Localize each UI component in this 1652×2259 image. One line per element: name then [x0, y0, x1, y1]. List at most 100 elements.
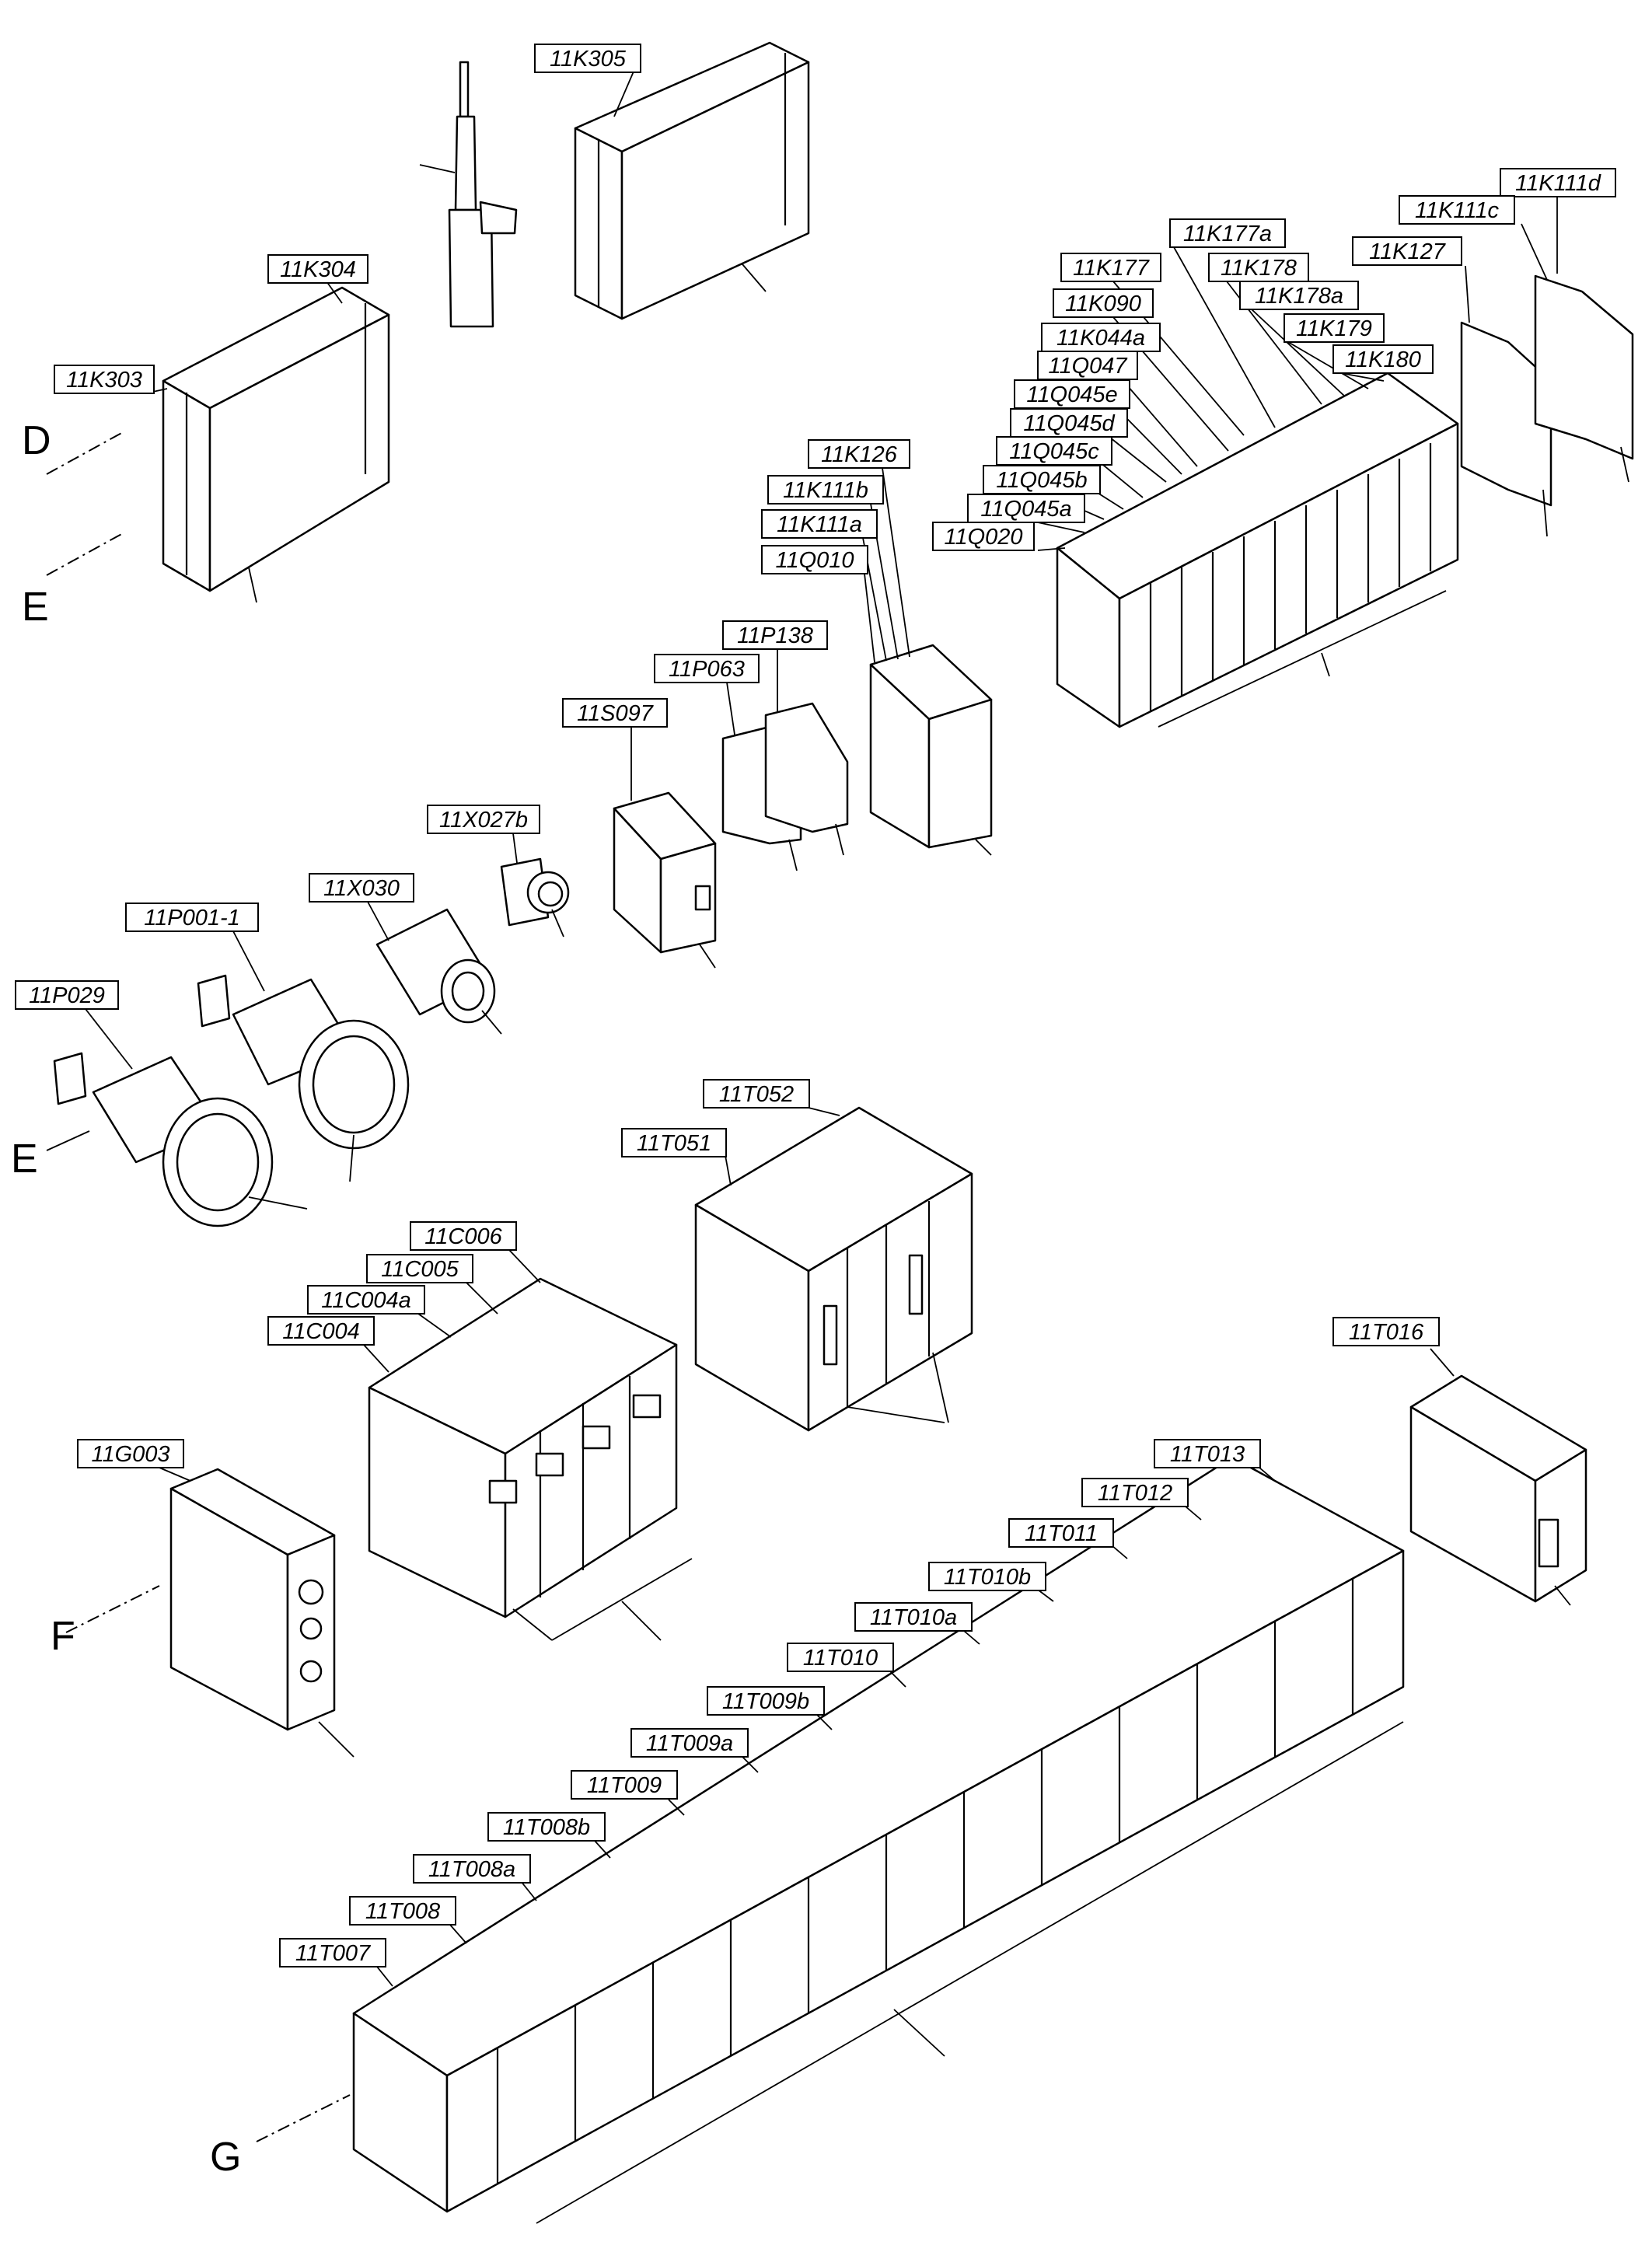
label-11k111b: 11K111b	[767, 475, 884, 505]
svg-text:11K126: 11K126	[821, 442, 898, 467]
label-11k126: 11K126	[808, 439, 910, 469]
label-11k305: 11K305	[534, 44, 641, 73]
svg-text:11K111a: 11K111a	[777, 512, 862, 537]
label-11p029: 11P029	[15, 980, 119, 1010]
svg-text:11K179: 11K179	[1296, 316, 1372, 341]
svg-text:11P029: 11P029	[29, 983, 105, 1008]
label-11t052: 11T052	[703, 1079, 810, 1109]
label-11q045c: 11Q045c	[996, 436, 1112, 466]
svg-text:11C004: 11C004	[282, 1319, 359, 1344]
label-11k303: 11K303	[54, 365, 155, 394]
label-11c004a: 11C004a	[307, 1285, 425, 1315]
svg-text:11C005: 11C005	[381, 1257, 459, 1282]
svg-text:11K304: 11K304	[280, 257, 356, 282]
svg-text:11P001-1: 11P001-1	[144, 906, 240, 930]
part-11k305	[574, 41, 810, 320]
label-11t008: 11T008	[349, 1896, 456, 1926]
connector-11x027b	[500, 857, 570, 937]
svg-text:11K111c: 11K111c	[1415, 198, 1500, 223]
label-11k090: 11K090	[1053, 288, 1154, 318]
label-11t013: 11T013	[1154, 1439, 1261, 1468]
svg-text:11T013: 11T013	[1170, 1442, 1245, 1467]
svg-text:11C006: 11C006	[424, 1224, 502, 1249]
label-callouts: 11K305 11K304 11K303 11K111d 11K111c 11K…	[15, 44, 1616, 1967]
relay-stack-11q010	[869, 644, 993, 856]
label-11k178: 11K178	[1208, 253, 1309, 282]
part-11k111c	[1534, 274, 1634, 483]
svg-text:11K177a: 11K177a	[1183, 222, 1272, 246]
label-11k111d: 11K111d	[1500, 168, 1616, 197]
cylinder-11x030	[375, 908, 502, 1035]
svg-text:11K044a: 11K044a	[1057, 326, 1145, 351]
unit-11t016	[1409, 1374, 1587, 1606]
label-11t051: 11T051	[621, 1128, 727, 1157]
svg-text:11K111d: 11K111d	[1515, 171, 1601, 196]
section-letter-f: F	[51, 1614, 75, 1659]
label-11q045d: 11Q045d	[1010, 408, 1128, 438]
label-11q010: 11Q010	[761, 545, 868, 574]
label-11t009: 11T009	[571, 1770, 678, 1800]
unit-11c004	[368, 1277, 693, 1641]
svg-text:11T008b: 11T008b	[503, 1815, 590, 1840]
part-11k304	[162, 286, 390, 603]
label-11t009b: 11T009b	[707, 1686, 825, 1716]
svg-text:11T010b: 11T010b	[944, 1565, 1031, 1590]
svg-text:11T011: 11T011	[1025, 1521, 1098, 1546]
svg-text:11K180: 11K180	[1345, 347, 1421, 372]
label-11q045b: 11Q045b	[983, 465, 1101, 494]
svg-text:11C004a: 11C004a	[321, 1288, 411, 1313]
label-11s097: 11S097	[562, 698, 668, 728]
label-11k177a: 11K177a	[1169, 218, 1286, 248]
label-11t010b: 11T010b	[928, 1562, 1046, 1591]
antenna-rod	[419, 61, 518, 328]
label-11q020: 11Q020	[932, 522, 1035, 551]
section-letters: D E E F G	[11, 418, 241, 2180]
svg-text:11T016: 11T016	[1349, 1320, 1424, 1345]
svg-text:11Q010: 11Q010	[775, 548, 854, 573]
label-11k179: 11K179	[1284, 313, 1385, 343]
svg-text:11T010: 11T010	[803, 1646, 878, 1671]
section-letter-e-mid: E	[11, 1136, 38, 1182]
label-11t010: 11T010	[787, 1643, 894, 1672]
label-11k304: 11K304	[267, 254, 368, 284]
label-11p138: 11P138	[722, 620, 828, 650]
label-11t008b: 11T008b	[487, 1812, 606, 1842]
part-11k127	[1460, 321, 1552, 537]
svg-text:11T009a: 11T009a	[646, 1731, 733, 1756]
label-leaders	[85, 71, 1558, 1987]
svg-text:11Q020: 11Q020	[944, 525, 1022, 550]
svg-text:11T008a: 11T008a	[428, 1857, 515, 1882]
svg-text:11T009: 11T009	[587, 1773, 662, 1798]
label-11x030: 11X030	[309, 873, 414, 903]
svg-text:11T008: 11T008	[365, 1899, 440, 1924]
relay-row-11q020-11k180	[1056, 372, 1459, 728]
svg-text:11Q045d: 11Q045d	[1023, 411, 1115, 436]
label-11k180: 11K180	[1332, 344, 1434, 374]
label-11t008a: 11T008a	[413, 1854, 531, 1884]
svg-text:11P138: 11P138	[737, 623, 813, 648]
svg-text:11G003: 11G003	[91, 1442, 169, 1467]
label-11c004: 11C004	[267, 1316, 375, 1346]
label-11c006: 11C006	[410, 1221, 517, 1251]
label-11t012: 11T012	[1081, 1478, 1189, 1507]
svg-text:11T051: 11T051	[637, 1131, 711, 1156]
label-11k177: 11K177	[1060, 253, 1161, 282]
svg-text:11Q045c: 11Q045c	[1009, 439, 1099, 464]
label-11g003: 11G003	[77, 1439, 184, 1468]
label-11p063: 11P063	[654, 654, 760, 683]
label-11t010a: 11T010a	[854, 1602, 973, 1632]
label-11q045e: 11Q045e	[1014, 379, 1130, 409]
label-11p001-1: 11P001-1	[125, 903, 259, 932]
svg-text:11X030: 11X030	[323, 876, 400, 901]
part-11g003	[169, 1468, 354, 1758]
terminal-11p138	[764, 702, 849, 856]
label-11k111c: 11K111c	[1399, 195, 1515, 225]
svg-text:11K178: 11K178	[1221, 256, 1297, 281]
svg-text:11Q045b: 11Q045b	[996, 468, 1087, 493]
label-11q045a: 11Q045a	[967, 494, 1085, 523]
switch-11s097	[613, 791, 717, 969]
svg-text:11K303: 11K303	[66, 368, 142, 393]
unit-11t051	[694, 1106, 973, 1432]
svg-text:11T012: 11T012	[1098, 1481, 1172, 1506]
